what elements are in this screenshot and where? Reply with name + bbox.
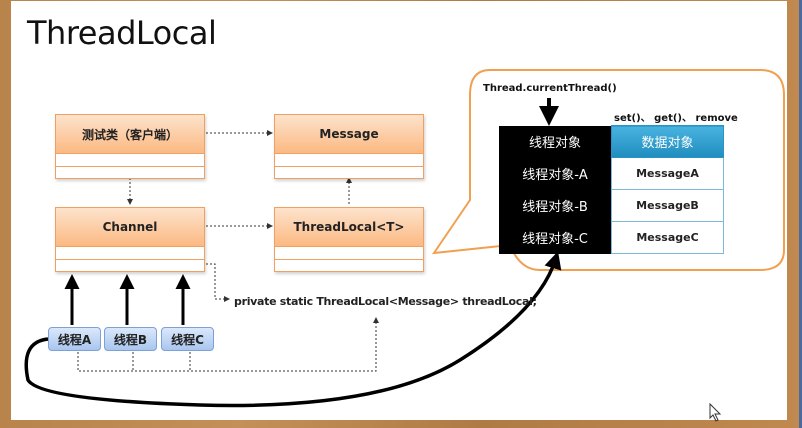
table-row: 线程对象-A MessageA — [499, 157, 724, 190]
slide-title: ThreadLocal — [27, 14, 217, 52]
uml-methods-section — [275, 259, 423, 272]
thread-to-table-curve — [24, 251, 562, 408]
table-header-row: 线程对象 数据对象 — [499, 125, 724, 158]
uml-attributes-section — [275, 153, 423, 166]
uml-attributes-section — [56, 153, 204, 166]
uml-class-threadlocal-name: ThreadLocal<T> — [275, 208, 423, 246]
table-header-key: 线程对象 — [499, 125, 612, 158]
table-row-key: 线程对象-B — [499, 189, 612, 222]
threads-to-code-connector — [77, 317, 379, 372]
uml-class-message-name: Message — [275, 115, 423, 153]
uml-class-message: Message — [274, 114, 424, 179]
uml-class-channel-name: Channel — [56, 208, 204, 246]
uml-class-client: 测试类（客户端） — [55, 114, 205, 179]
table-row-key: 线程对象-C — [499, 221, 612, 254]
table-row-key: 线程对象-A — [499, 157, 612, 190]
channel-to-code-arrow — [206, 263, 230, 302]
table-row: 线程对象-C MessageC — [499, 221, 724, 254]
table-row-value: MessageB — [611, 189, 724, 222]
uml-attributes-section — [56, 246, 204, 259]
uml-class-channel: Channel — [55, 207, 205, 272]
table-header-value: 数据对象 — [611, 125, 724, 158]
uml-class-threadlocal: ThreadLocal<T> — [274, 207, 424, 272]
thread-c-box: 线程C — [161, 327, 214, 351]
uml-methods-section — [56, 259, 204, 272]
uml-attributes-section — [275, 246, 423, 259]
table-row-value: MessageC — [611, 221, 724, 254]
uml-methods-section — [56, 166, 204, 179]
uml-class-client-name: 测试类（客户端） — [56, 115, 204, 153]
table-row: 线程对象-B MessageB — [499, 189, 724, 222]
mouse-cursor-icon — [709, 402, 722, 422]
table-row-value: MessageA — [611, 157, 724, 190]
window-edge — [799, 0, 802, 428]
thread-a-box: 线程A — [48, 327, 101, 351]
current-thread-label: Thread.currentThread() — [483, 83, 617, 94]
thread-b-box: 线程B — [104, 327, 157, 351]
threadlocal-declaration: private static ThreadLocal<Message> thre… — [234, 295, 537, 308]
methods-label: set()、 get()、 remove — [614, 113, 738, 124]
thread-data-map-table: 线程对象 数据对象 线程对象-A MessageA 线程对象-B Message… — [499, 125, 724, 254]
uml-methods-section — [275, 166, 423, 179]
